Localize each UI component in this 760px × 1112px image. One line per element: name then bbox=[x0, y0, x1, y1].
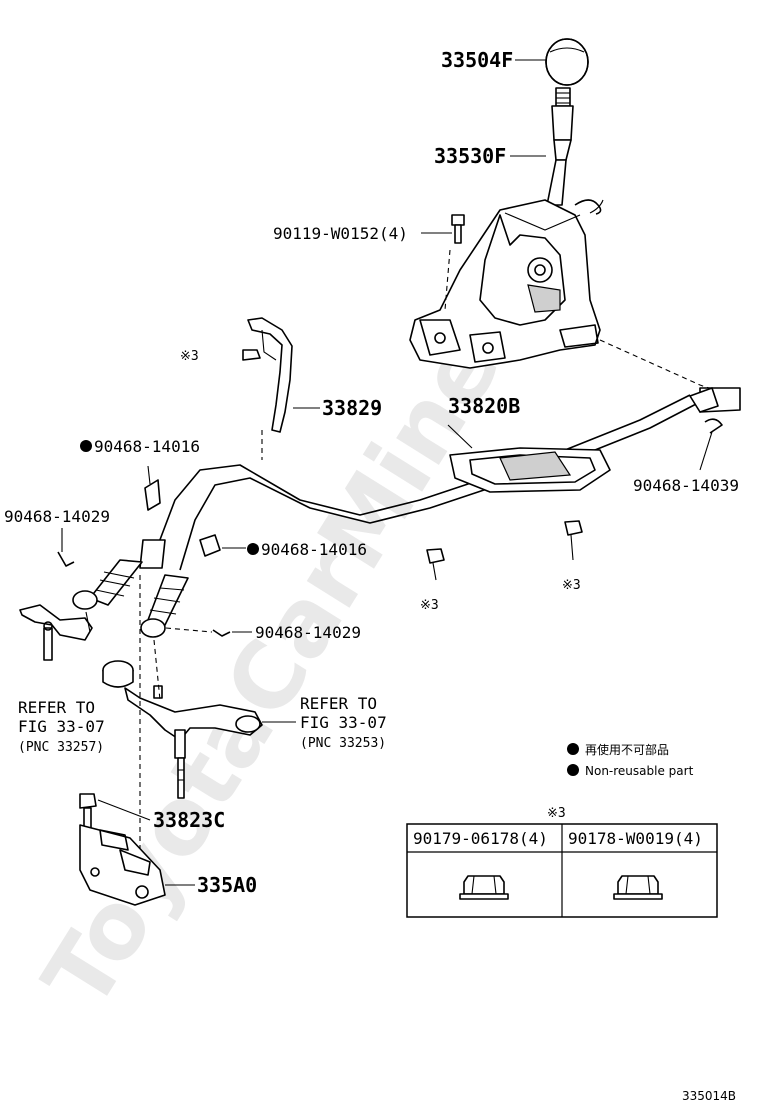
legend-dot-en bbox=[567, 764, 579, 776]
lever-left bbox=[19, 604, 93, 661]
callout-90468-14016-b: 90468-14016 bbox=[261, 540, 367, 559]
callout-33530f: 33530F bbox=[434, 144, 506, 168]
callout-90468-14039: 90468-14039 bbox=[633, 476, 739, 495]
callout-90468-14016-a: 90468-14016 bbox=[94, 437, 200, 456]
lever-right bbox=[102, 660, 263, 799]
legend-jp: 再使用不可部品 bbox=[585, 742, 669, 757]
clip-90468-14039 bbox=[704, 418, 723, 434]
ref-mark-1: ※3 bbox=[180, 349, 199, 364]
callout-33829: 33829 bbox=[322, 396, 382, 420]
nut-icon-1 bbox=[459, 875, 509, 900]
clip-90468-14016-a bbox=[144, 479, 161, 511]
shift-lever bbox=[546, 87, 602, 215]
legend-dot-jp bbox=[567, 743, 579, 755]
non-reusable-dot-b bbox=[247, 543, 259, 555]
nut-r3-c bbox=[564, 520, 583, 561]
ref-mark-2: ※3 bbox=[420, 598, 439, 613]
bracket-335a0 bbox=[79, 824, 166, 906]
callout-33823c: 33823C bbox=[153, 808, 225, 832]
nut-r3-a bbox=[242, 349, 261, 361]
table-mark: ※3 bbox=[547, 806, 566, 821]
legend-en: Non-reusable part bbox=[585, 764, 694, 778]
table-col-2: 90178-W0019(4) bbox=[568, 829, 703, 848]
callout-33820b: 33820B bbox=[448, 394, 520, 418]
non-reusable-dot-a bbox=[80, 440, 92, 452]
diagram-id: 335014B bbox=[682, 1089, 736, 1103]
refer-left-line1: REFER TO bbox=[18, 698, 95, 717]
callout-90119-w0152: 90119-W0152(4) bbox=[273, 224, 408, 243]
callout-33504f: 33504F bbox=[441, 48, 513, 72]
callout-90468-14029-a: 90468-14029 bbox=[4, 507, 110, 526]
nut-table: 90179-06178(4) 90178-W0019(4) bbox=[406, 823, 718, 918]
bracket-33829 bbox=[247, 317, 293, 433]
bolt-bottom bbox=[79, 793, 97, 831]
callout-335a0: 335A0 bbox=[197, 873, 257, 897]
shift-housing bbox=[409, 199, 604, 369]
cable-assembly bbox=[72, 387, 741, 638]
refer-right-line3: (PNC 33253) bbox=[300, 736, 386, 751]
refer-left-line2: FIG 33-07 bbox=[18, 717, 105, 736]
refer-left-line3: (PNC 33257) bbox=[18, 740, 104, 755]
refer-right-line2: FIG 33-07 bbox=[300, 713, 387, 732]
callout-90468-14029-b: 90468-14029 bbox=[255, 623, 361, 642]
shift-knob bbox=[545, 38, 589, 86]
nut-r3-b bbox=[426, 548, 445, 581]
clip-90468-14016-b bbox=[199, 534, 221, 557]
refer-right-line1: REFER TO bbox=[300, 694, 377, 713]
table-col-1: 90179-06178(4) bbox=[413, 829, 548, 848]
ref-mark-3: ※3 bbox=[562, 578, 581, 593]
nut-icon-2 bbox=[613, 875, 663, 900]
bolt-top bbox=[451, 214, 465, 244]
